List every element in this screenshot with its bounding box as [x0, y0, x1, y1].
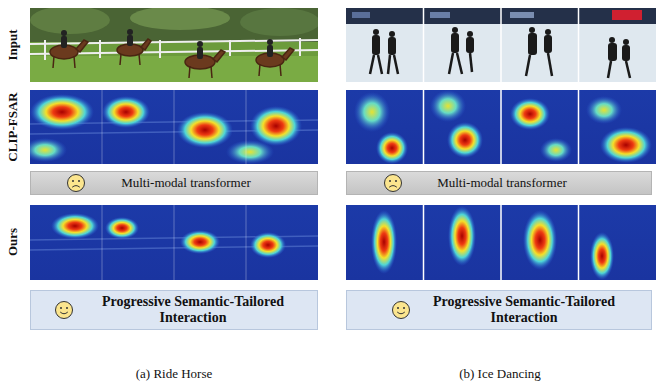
subfigure-caption: (a) Ride Horse	[136, 366, 213, 382]
row-label: Ours	[5, 228, 21, 256]
attention-heatmap	[346, 205, 656, 280]
method-name: Multi-modal transformer	[121, 176, 251, 191]
method-box: Multi-modal transformer	[30, 171, 318, 195]
attention-heatmap	[30, 90, 318, 164]
smiley-face-icon	[54, 300, 74, 320]
method-box: Progressive Semantic-Tailored Interactio…	[30, 290, 318, 330]
method-box: Multi-modal transformer	[346, 171, 652, 195]
row-label: Input	[5, 29, 21, 60]
smiley-face-icon	[391, 300, 411, 320]
method-name: Progressive Semantic-Tailored Interactio…	[83, 294, 303, 326]
sad-face-icon	[66, 173, 86, 193]
input-frames	[346, 8, 656, 82]
attention-heatmap	[30, 205, 318, 280]
subfigure-caption: (b) Ice Dancing	[459, 366, 541, 382]
attention-heatmap	[346, 90, 656, 164]
method-name: Multi-modal transformer	[437, 176, 567, 191]
sad-face-icon	[383, 173, 403, 193]
row-label: CLIP-FSAR	[5, 92, 21, 161]
input-frames	[30, 8, 318, 82]
method-name: Progressive Semantic-Tailored Interactio…	[421, 294, 627, 326]
method-box: Progressive Semantic-Tailored Interactio…	[346, 290, 652, 330]
